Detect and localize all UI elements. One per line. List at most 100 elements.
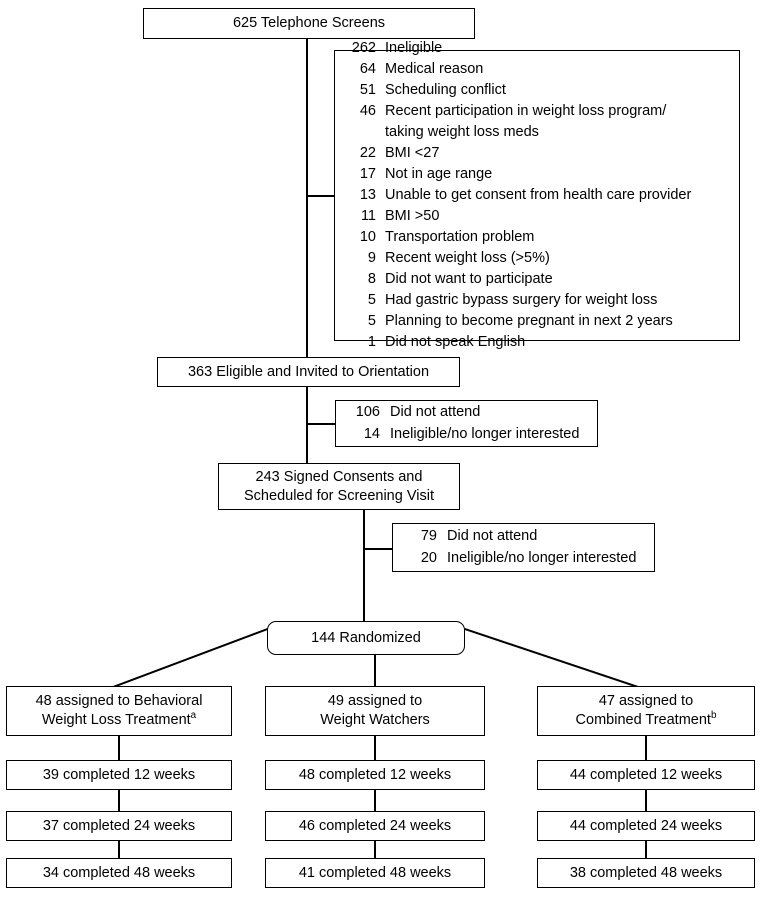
reason-count: 51	[359, 81, 376, 98]
reason-count: 17	[359, 165, 376, 182]
reason-text: BMI >50	[385, 208, 440, 225]
node-arm-weight-watchers-48weeks: 41 completed 48 weeks	[265, 858, 485, 888]
loss-text: Ineligible/no longer interested	[447, 549, 637, 566]
loss-count: 14	[363, 425, 380, 442]
node-signed-consents: 243 Signed Consents and Scheduled for Sc…	[218, 463, 460, 510]
arm-combined-48weeks-label: 38 completed 48 weeks	[569, 864, 723, 881]
arm-weight-watchers-12weeks-label: 48 completed 12 weeks	[298, 766, 452, 783]
node-eligible-invited: 363 Eligible and Invited to Orientation	[157, 357, 460, 387]
reason-row: 46 Recent participation in weight loss p…	[351, 101, 735, 143]
connector-combined-assigned-to-12w	[645, 736, 647, 761]
reason-text: Not in age range	[385, 165, 493, 182]
arm-assigned-line1: 47 assigned to	[598, 693, 694, 710]
reason-count: 262	[351, 39, 376, 56]
node-arm-behavioral-48weeks: 34 completed 48 weeks	[6, 858, 232, 888]
reason-row: 17 Not in age range	[351, 164, 735, 185]
reason-row: 262 Ineligible	[351, 38, 735, 59]
reason-text: Recent participation in weight loss prog…	[385, 102, 667, 140]
reason-count: 11	[360, 208, 376, 225]
connector-to-screening-losses	[363, 548, 393, 550]
reason-row: 22 BMI <27	[351, 143, 735, 164]
reason-count: 10	[359, 229, 376, 246]
connector-behavioral-24w-to-48w	[118, 841, 120, 859]
node-arm-behavioral-12weeks: 39 completed 12 weeks	[6, 760, 232, 790]
reason-count: 8	[367, 271, 376, 288]
reason-text: Unable to get consent from health care p…	[385, 187, 692, 203]
reason-count: 22	[359, 144, 376, 161]
node-orientation-losses: 106 Did not attend 14 Ineligible/no long…	[335, 400, 598, 447]
connector-to-ineligible-box	[306, 195, 335, 197]
reason-row: 9 Recent weight loss (>5%)	[351, 248, 735, 269]
reason-text: Planning to become pregnant in next 2 ye…	[385, 313, 673, 330]
connector-to-orientation-losses	[306, 423, 336, 425]
node-arm-combined-12weeks: 44 completed 12 weeks	[537, 760, 755, 790]
reason-count: 1	[367, 334, 376, 351]
connector-randomized-to-arm-middle	[374, 655, 376, 687]
arm-behavioral-12weeks-label: 39 completed 12 weeks	[42, 766, 196, 783]
arm-behavioral-48weeks-label: 34 completed 48 weeks	[42, 864, 196, 881]
signed-consents-line2: Scheduled for Screening Visit	[244, 487, 434, 504]
arm-weight-watchers-48weeks-label: 41 completed 48 weeks	[298, 864, 452, 881]
reason-row: 11 BMI >50	[351, 206, 735, 227]
node-eligible-invited-label: 363 Eligible and Invited to Orientation	[187, 363, 430, 380]
arm-assigned-line2: Combined Treatmentb	[576, 711, 717, 730]
node-randomized: 144 Randomized	[267, 621, 465, 655]
reason-text: BMI <27	[385, 144, 440, 161]
loss-text: Did not attend	[390, 403, 481, 420]
node-signed-consents-label: 243 Signed Consents and Scheduled for Sc…	[219, 468, 459, 505]
connector-behavioral-assigned-to-12w	[118, 736, 120, 761]
connector-combined-24w-to-48w	[645, 841, 647, 859]
loss-text: Ineligible/no longer interested	[390, 425, 580, 442]
connector-randomized-to-arm-right	[464, 628, 639, 688]
reason-text: Medical reason	[385, 60, 484, 77]
loss-row: 14 Ineligible/no longer interested	[354, 424, 580, 446]
connector-behavioral-12w-to-24w	[118, 790, 120, 812]
reason-text: Did not speak English	[385, 334, 526, 351]
screening-losses-list: 79 Did not attend 20 Ineligible/no longe…	[401, 522, 654, 574]
reason-count: 5	[367, 292, 376, 309]
reason-text: Had gastric bypass surgery for weight lo…	[385, 292, 658, 309]
node-arm-weight-watchers-assigned: 49 assigned to Weight Watchers	[265, 686, 485, 736]
reason-count: 5	[367, 313, 376, 330]
reason-count: 64	[359, 60, 376, 77]
node-randomized-label: 144 Randomized	[311, 629, 421, 646]
connector-eligible-to-consents	[306, 387, 308, 464]
node-telephone-screens: 625 Telephone Screens	[143, 8, 475, 39]
arm-assigned-line2-text: Weight Loss Treatment	[41, 712, 191, 728]
footnote-marker-a: a	[190, 710, 197, 722]
node-telephone-screens-label: 625 Telephone Screens	[232, 15, 386, 32]
reason-row: 13 Unable to get consent from health car…	[351, 185, 735, 206]
node-ineligible-reasons: 262 Ineligible 64 Medical reason 51 Sche…	[334, 40, 740, 350]
reason-text: Transportation problem	[385, 229, 535, 246]
loss-row: 20 Ineligible/no longer interested	[411, 548, 637, 570]
loss-text: Did not attend	[447, 527, 538, 544]
connector-ww-24w-to-48w	[374, 841, 376, 859]
node-arm-combined-48weeks: 38 completed 48 weeks	[537, 858, 755, 888]
loss-count: 79	[420, 527, 437, 544]
arm-assigned-line2: Weight Watchers	[320, 712, 430, 728]
footnote-marker-b: b	[710, 710, 717, 722]
node-arm-combined-24weeks: 44 completed 24 weeks	[537, 811, 755, 841]
reason-text: Did not want to participate	[385, 271, 553, 288]
reason-text: Ineligible	[385, 39, 443, 56]
connector-combined-12w-to-24w	[645, 790, 647, 812]
reason-text: Recent weight loss (>5%)	[385, 250, 550, 267]
reason-row: 51 Scheduling conflict	[351, 80, 735, 101]
node-screening-losses: 79 Did not attend 20 Ineligible/no longe…	[392, 523, 655, 572]
arm-assigned-line1: 48 assigned to Behavioral	[35, 693, 203, 710]
arm-behavioral-24weeks-label: 37 completed 24 weeks	[42, 817, 196, 834]
reason-count: 9	[367, 250, 376, 267]
signed-consents-line1: 243 Signed Consents and	[255, 468, 423, 485]
orientation-losses-list: 106 Did not attend 14 Ineligible/no long…	[344, 398, 597, 450]
arm-combined-assigned-label: 47 assigned to Combined Treatmentb	[538, 692, 754, 729]
loss-row: 79 Did not attend	[411, 526, 537, 548]
ineligible-reason-list: 262 Ineligible 64 Medical reason 51 Sche…	[343, 32, 739, 359]
reason-row: 8 Did not want to participate	[351, 269, 735, 290]
arm-weight-watchers-24weeks-label: 46 completed 24 weeks	[298, 817, 452, 834]
reason-count: 13	[359, 187, 376, 203]
node-arm-weight-watchers-24weeks: 46 completed 24 weeks	[265, 811, 485, 841]
connector-ww-12w-to-24w	[374, 790, 376, 812]
arm-behavioral-assigned-label: 48 assigned to Behavioral Weight Loss Tr…	[7, 692, 231, 729]
reason-row: 1 Did not speak English	[351, 332, 735, 353]
